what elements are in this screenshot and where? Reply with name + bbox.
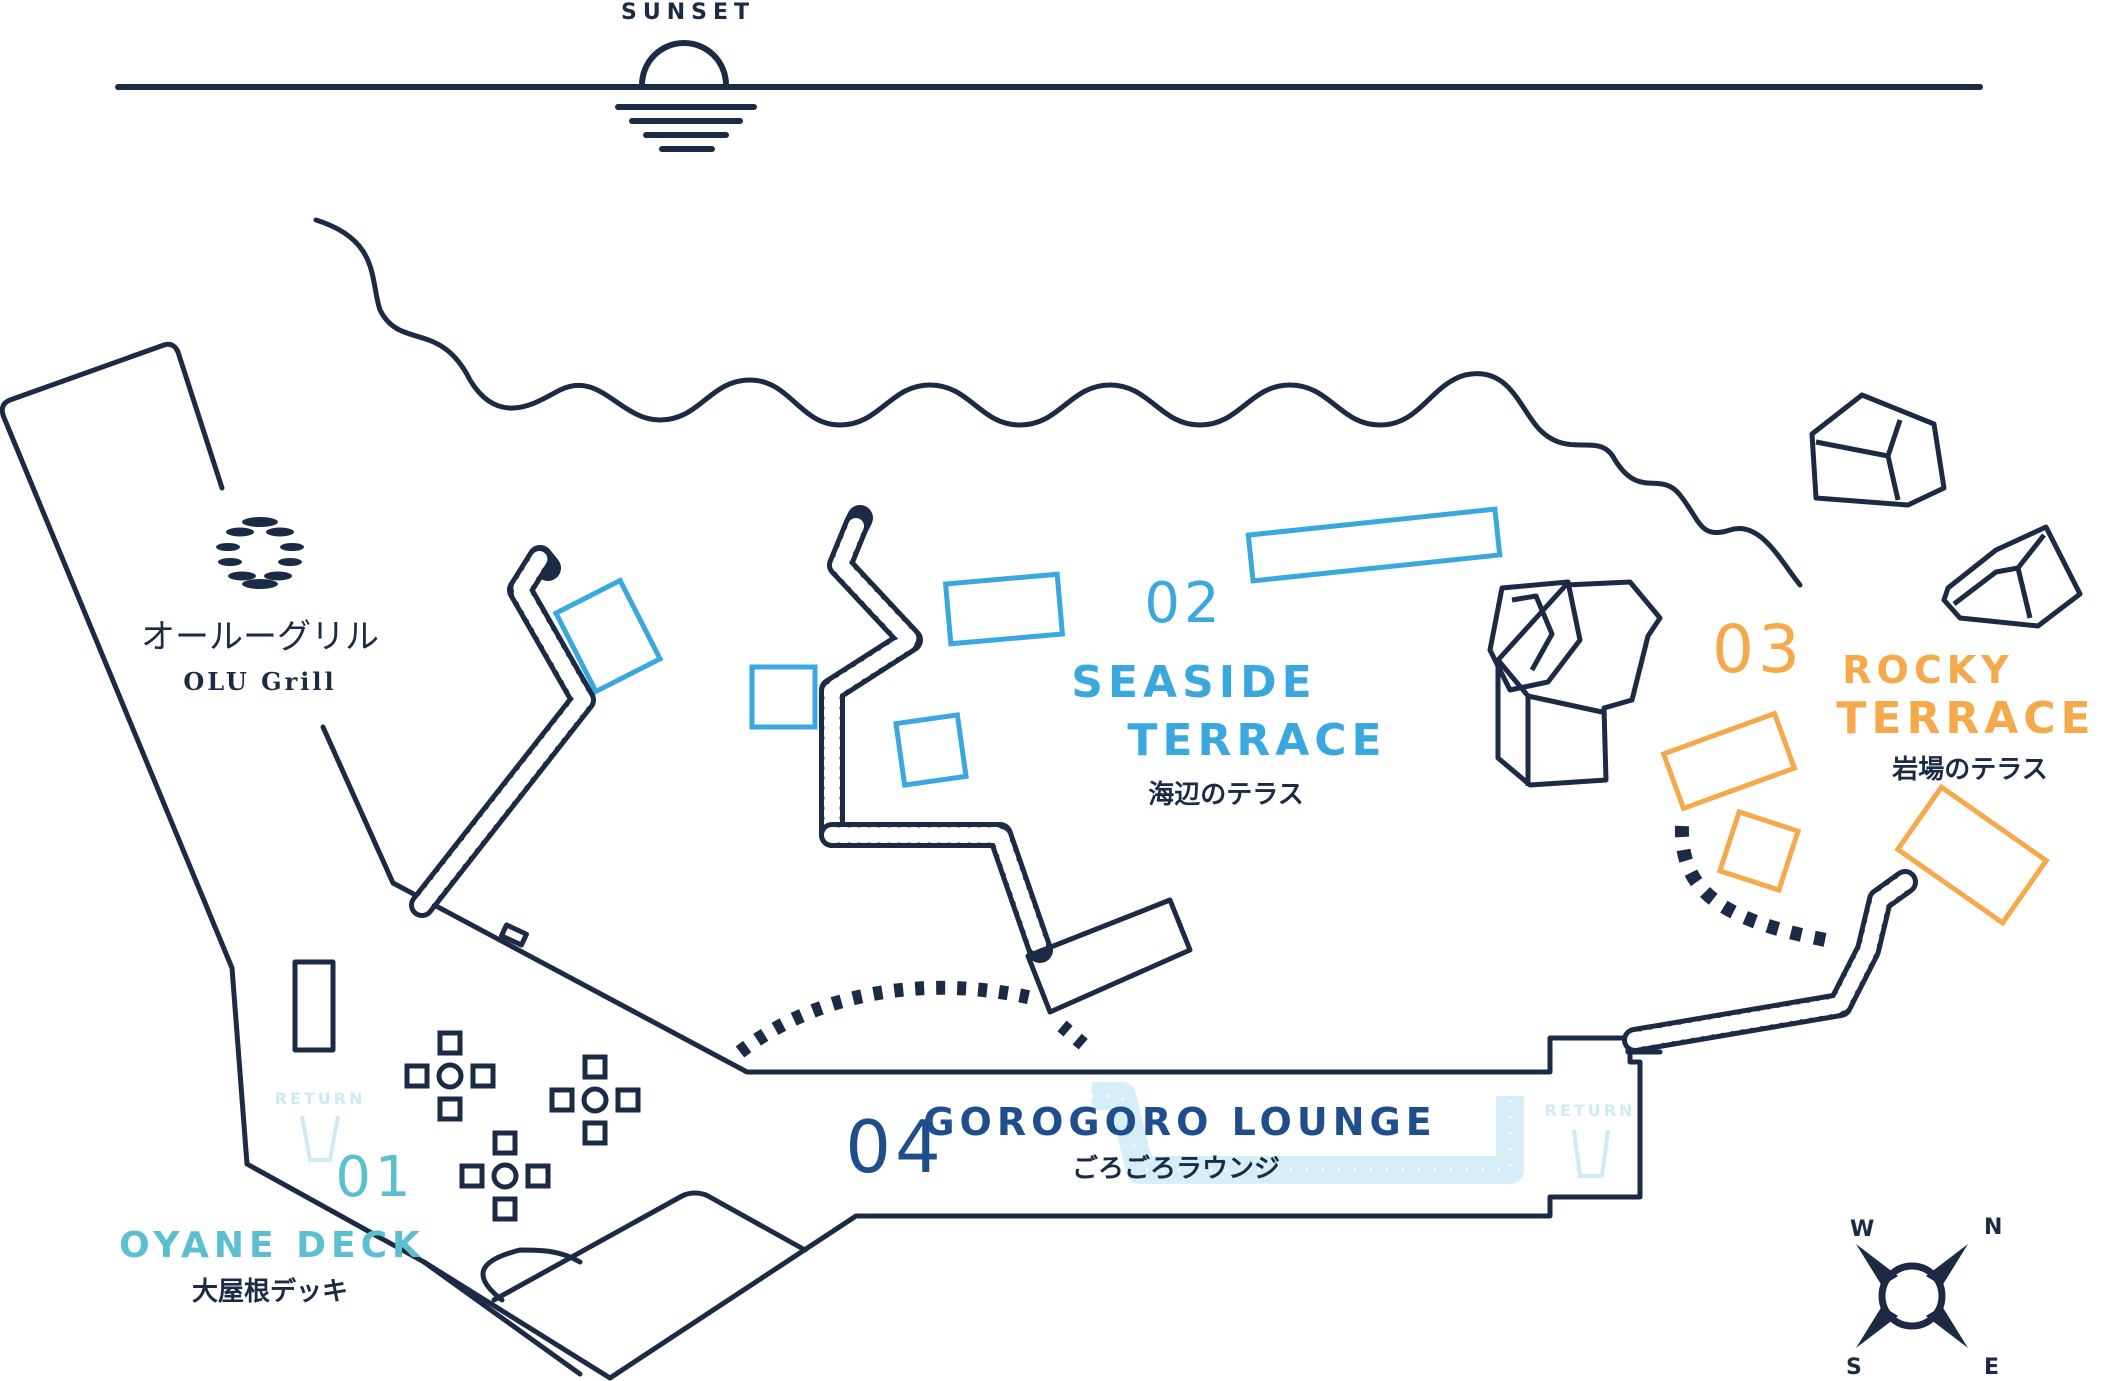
seat-cluster [404, 1030, 496, 1122]
rocks [1487, 392, 2083, 788]
return-station-deck: RETURN [275, 1089, 366, 1162]
area-title-line2: TERRACE [1836, 693, 2095, 744]
area-title-line1: SEASIDE [1071, 657, 1316, 708]
area-number: 02 [1144, 571, 1223, 636]
seat-cluster [549, 1054, 641, 1146]
lounge-walkway [1092, 1082, 1524, 1184]
sun-icon [639, 40, 729, 88]
restaurant-name-jp: オールーグリル [141, 617, 379, 657]
area-label-oyane-deck: 01 OYANE DECK 大屋根デッキ [119, 1145, 425, 1307]
deck-seating [404, 1030, 641, 1222]
compass-south: S [1846, 1355, 1862, 1380]
compass-icon: N E S W [1846, 1215, 2002, 1380]
fish-ring-icon [216, 517, 304, 589]
rock-icon [1487, 579, 1583, 693]
sunset-label: SUNSET [621, 0, 755, 25]
rock-icon [1809, 392, 1947, 508]
area-label-gorogoro-lounge: 04 GOROGORO LOUNGE ごろごろラウンジ [845, 1100, 1436, 1189]
area-label-seaside-terrace: 02 SEASIDE TERRACE 海辺のテラス [1071, 571, 1386, 810]
area-subtitle: 大屋根デッキ [192, 1276, 348, 1307]
rocky-terrace-seating [1660, 710, 2050, 927]
restaurant-name-en: OLU Grill [183, 667, 336, 696]
compass-north: N [1984, 1215, 2002, 1240]
return-label: RETURN [1545, 1101, 1636, 1120]
area-subtitle: 海辺のテラス [1148, 780, 1303, 810]
area-subtitle: 岩場のテラス [1891, 755, 2047, 785]
area-title-line2: TERRACE [1127, 715, 1386, 766]
cup-return-icon [1572, 1129, 1610, 1178]
area-title: OYANE DECK [119, 1225, 425, 1266]
seat-cluster [459, 1130, 551, 1222]
olu-grill-logo: オールーグリル OLU Grill [141, 517, 379, 696]
compass-west: W [1850, 1217, 1874, 1242]
boardwalk-paths [409, 505, 1918, 1053]
area-number: 03 [1712, 611, 1804, 688]
rock-icon [1495, 579, 1663, 788]
sunset-marker: SUNSET [115, 0, 1983, 152]
seaside-terrace-seating [552, 506, 1503, 788]
area-number: 01 [335, 1145, 414, 1210]
return-label: RETURN [275, 1089, 366, 1108]
return-station-lounge: RETURN [1545, 1101, 1636, 1178]
deck-bench [292, 959, 336, 1053]
cup-return-icon [300, 1115, 340, 1162]
rock-icon [1941, 524, 2083, 629]
area-subtitle: ごろごろラウンジ [1072, 1153, 1280, 1184]
stepping-stones [735, 825, 1828, 1058]
shoreline-wave [313, 217, 1803, 588]
area-number: 04 [845, 1105, 945, 1189]
area-label-rocky-terrace: 03 ROCKY TERRACE 岩場のテラス [1712, 611, 2095, 785]
area-title-line1: ROCKY [1842, 648, 2013, 692]
area-title: GOROGORO LOUNGE [923, 1100, 1436, 1144]
compass-east: E [1984, 1355, 1999, 1380]
lounge-platform [1025, 897, 1193, 1015]
deck-outline [0, 341, 1663, 1381]
